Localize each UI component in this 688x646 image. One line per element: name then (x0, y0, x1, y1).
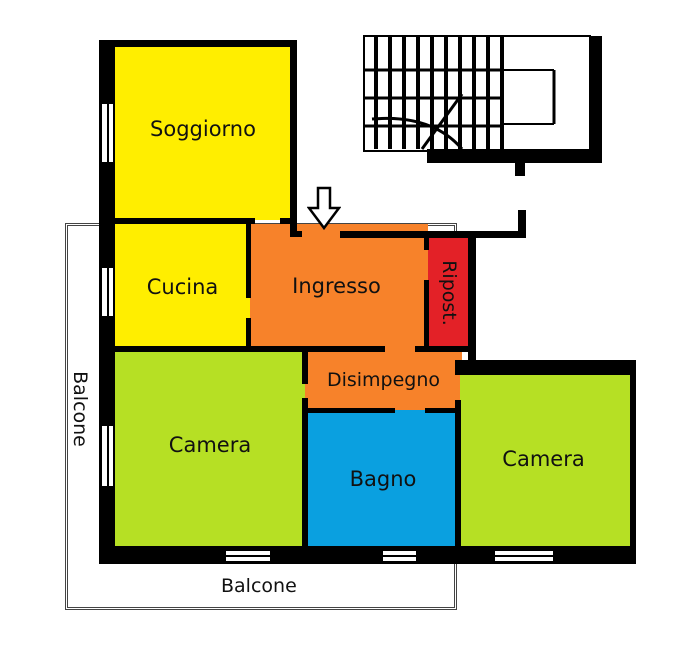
room-ingresso: Ingresso (250, 224, 428, 350)
wall-disimpegno-bagno (305, 408, 395, 413)
room-disimpegno: Disimpegno (305, 350, 462, 410)
wall-ripost-right (468, 231, 476, 361)
room-camera-left: Camera (115, 352, 305, 548)
wall-camera-bagno-low (302, 398, 308, 548)
wall-soggiorno-cucina (115, 218, 255, 224)
window-cucina (100, 268, 115, 316)
window-bagno (383, 549, 416, 563)
room-label: Ripost. (438, 260, 460, 326)
window-soggiorno (100, 104, 115, 162)
room-camera-right: Camera (460, 374, 632, 548)
room-soggiorno: Soggiorno (115, 46, 291, 220)
room-label: Camera (502, 447, 585, 471)
wall-right (630, 360, 636, 564)
wall-stub (280, 218, 294, 224)
window-camera-left-bottom (226, 549, 270, 563)
staircase-icon (363, 35, 602, 163)
room-label: Bagno (349, 467, 417, 491)
room-ripostiglio: Ripost. (428, 238, 470, 348)
wall-camera-bagno (302, 352, 308, 384)
room-label: Disimpegno (326, 369, 441, 391)
wall-middle-right (415, 346, 475, 352)
stair-post (515, 160, 525, 176)
stairwell (362, 34, 602, 164)
wall-bottom (99, 546, 636, 564)
room-label: Soggiorno (150, 117, 256, 141)
wall-soggiorno-right (290, 40, 297, 236)
window-camera-left (100, 426, 115, 486)
room-label: Camera (168, 433, 252, 457)
room-bagno: Bagno (308, 410, 458, 548)
room-label: Cucina (146, 274, 219, 299)
wall-top (99, 40, 297, 47)
window-camera-right (495, 549, 553, 563)
wall-ingresso-ripost-low (424, 280, 429, 350)
wall-entrance-top-right (340, 231, 526, 238)
wall-disimpegno-bagno-right (425, 408, 460, 413)
balcony-label-side: Balcone (68, 371, 91, 447)
entrance-arrow-icon (306, 186, 342, 232)
wall-cucina-ingresso (246, 218, 251, 298)
wall-bagno-camera (455, 400, 461, 548)
wall-ingresso-ripost (424, 232, 429, 250)
wall-entrance-top (290, 231, 302, 237)
balcony-label-bottom: Balcone (221, 575, 297, 597)
wall-camera-right-top (455, 360, 636, 375)
room-cucina: Cucina (115, 224, 250, 349)
wall-cucina-ingresso-low (246, 318, 251, 350)
stair-wall-stub (518, 210, 526, 238)
room-label: Ingresso (292, 274, 381, 298)
wall-middle (115, 346, 385, 352)
